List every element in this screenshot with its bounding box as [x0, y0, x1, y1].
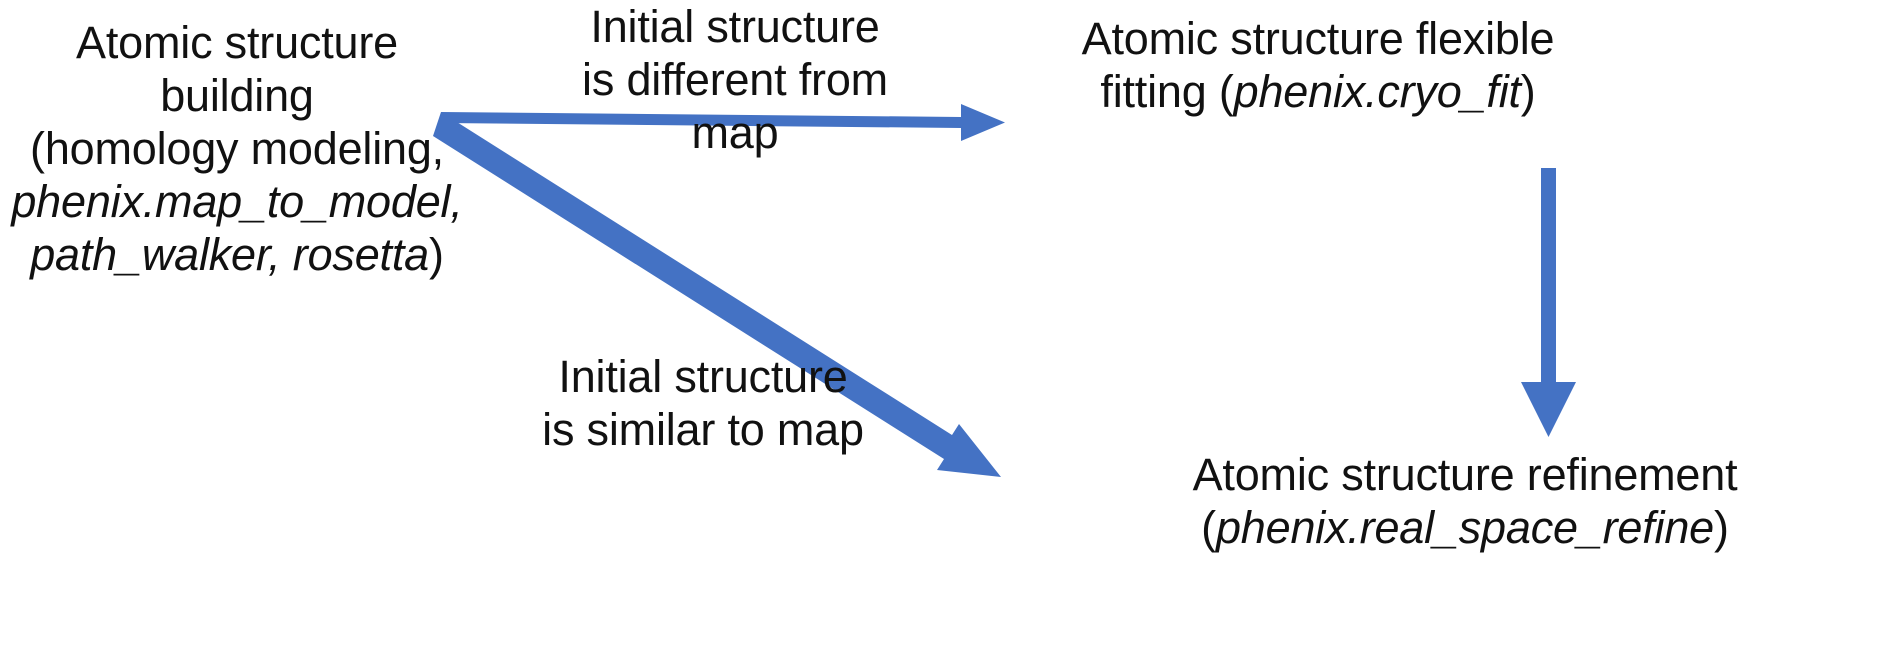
edge-label-similar-line-2: is similar to map [542, 404, 864, 456]
node-atomic-structure-building: Atomic structure building (homology mode… [6, 16, 468, 281]
node-building-line-4: path_walker, rosetta) [6, 228, 468, 281]
arrow-flexible-fitting-to-refinement [1521, 168, 1576, 437]
node-building-line-4-tail: ) [428, 229, 444, 281]
node-refinement-command: phenix.real_space_refine [1215, 502, 1715, 554]
node-flexible-fitting-prefix: fitting ( [1100, 66, 1234, 118]
node-refinement-suffix: ) [1714, 502, 1729, 554]
node-flexible-fitting-line-2: fitting (phenix.cryo_fit) [1068, 65, 1568, 118]
node-refinement-prefix: ( [1201, 502, 1216, 554]
node-building-line-4-italic: path_walker, rosetta [30, 229, 429, 281]
node-building-line-1: Atomic structure building [76, 17, 398, 122]
node-building-line-2: (homology modeling, [30, 123, 444, 175]
edge-label-similar-line-1: Initial structure [558, 351, 848, 402]
edge-label-different-from-map: Initial structure is different from map [540, 0, 930, 159]
node-refinement-line-2: (phenix.real_space_refine) [1046, 501, 1884, 554]
edge-label-different-line-2: is different from map [582, 54, 888, 159]
node-flexible-fitting-command: phenix.cryo_fit [1233, 66, 1521, 118]
node-flexible-fitting-suffix: ) [1520, 66, 1536, 118]
node-atomic-structure-flexible-fitting: Atomic structure flexible fitting (pheni… [1068, 12, 1568, 118]
node-building-line-3: phenix.map_to_model, [11, 176, 463, 228]
node-refinement-line-1: Atomic structure refinement [1192, 449, 1738, 500]
edge-label-different-line-1: Initial structure [590, 1, 880, 52]
edge-label-similar-to-map: Initial structure is similar to map [538, 350, 868, 456]
node-flexible-fitting-line-1: Atomic structure flexible [1081, 13, 1555, 64]
node-atomic-structure-refinement: Atomic structure refinement (phenix.real… [1046, 448, 1884, 554]
